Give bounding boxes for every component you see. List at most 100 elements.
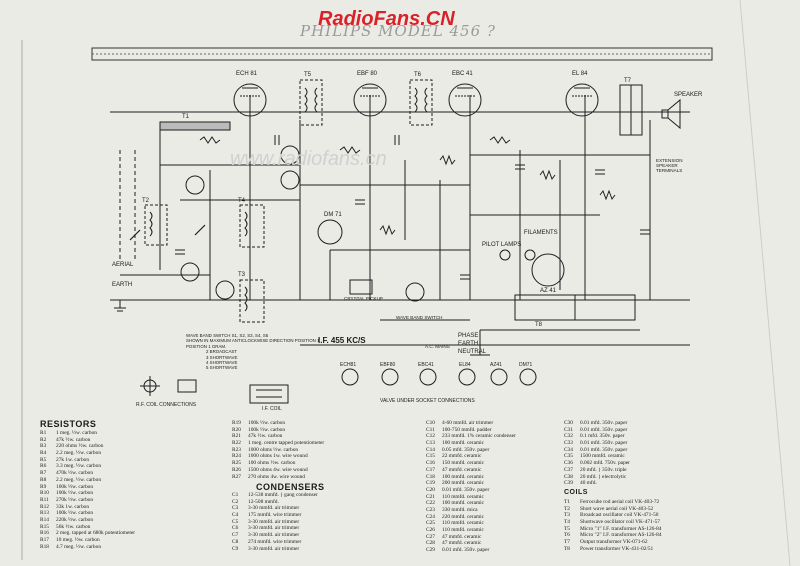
watermark-text: RadioFans.CN bbox=[318, 8, 455, 30]
parts-row: T5 Micro "1" I.F. transformer AS-126-84 bbox=[564, 526, 662, 533]
part-desc: Micro "1" I.F. transformer AS-126-84 bbox=[580, 525, 662, 532]
part-desc: 12-508 mmfd. bbox=[248, 498, 279, 505]
part-desc: 100k ½w. carbon bbox=[56, 510, 94, 517]
part-ref: C21 bbox=[426, 493, 435, 500]
switch-note-2: SHOWN IN MAXIMUM ANTICLOCKWISE DIRECTION… bbox=[186, 338, 320, 344]
part-ref: C6 bbox=[232, 525, 239, 532]
part-ref: C5 bbox=[232, 518, 239, 525]
parts-row: R9 100k ½w. carbon bbox=[40, 484, 135, 491]
transformer-label-t8: T8 bbox=[535, 322, 543, 328]
switch-position-5: 5 SHORTWAVE bbox=[206, 365, 238, 371]
tube-label-dm71: DM 71 bbox=[324, 212, 342, 218]
part-desc: 3-30 mmfd. air trimmer bbox=[248, 505, 300, 512]
part-desc: 2 meg. tapped at 680k potentiometer bbox=[56, 530, 136, 537]
part-ref: C12 bbox=[426, 433, 435, 440]
part-desc: 40 mfd. bbox=[580, 480, 597, 487]
part-desc: 47 mmfd. ceramic bbox=[442, 540, 482, 547]
transformer-label-t1: T1 bbox=[182, 114, 190, 120]
part-desc: 0.01 mfd. 350v. paper bbox=[442, 486, 490, 493]
part-ref: C38 bbox=[564, 473, 573, 480]
part-desc: 110 mmfd. ceramic bbox=[442, 520, 484, 527]
part-desc: 3-30 mmfd. air trimmer bbox=[248, 525, 300, 532]
parts-row: T4 Shortwave oscillator coil VK-471-57 bbox=[564, 519, 662, 526]
part-ref: T3 bbox=[564, 512, 570, 519]
part-desc: 22 mmfd. ceramic bbox=[442, 453, 482, 460]
part-ref: T4 bbox=[564, 519, 570, 526]
earth-main-label: EARTH bbox=[458, 341, 479, 347]
part-ref: R27 bbox=[232, 473, 241, 480]
part-ref: C31 bbox=[564, 426, 573, 433]
part-ref: T7 bbox=[564, 539, 570, 546]
socket-view-ebf80: EBF80 bbox=[380, 362, 396, 368]
part-ref: R11 bbox=[40, 496, 49, 503]
transformer-label-t7: T7 bbox=[624, 78, 632, 84]
part-desc: 100-750 mmfd. padder bbox=[442, 426, 492, 433]
part-desc: 1000 ohms 1w. wire wound bbox=[248, 453, 308, 460]
part-ref: C27 bbox=[426, 533, 435, 540]
part-desc: 470k ½w. carbon bbox=[56, 470, 94, 477]
part-desc: 330 mmfd. mica bbox=[442, 506, 478, 513]
part-ref: R3 bbox=[40, 443, 47, 450]
part-desc: 220 mmfd. ceramic bbox=[442, 513, 485, 520]
part-ref: T5 bbox=[564, 525, 570, 532]
socket-view-el84: EL84 bbox=[459, 362, 471, 368]
tube-label-ebc41: EBC 41 bbox=[452, 71, 473, 77]
neutral-label: NEUTRAL bbox=[458, 349, 487, 355]
part-ref: C18 bbox=[426, 473, 435, 480]
part-desc: Shortwave oscillator coil VK-471-57 bbox=[580, 519, 660, 526]
switch-position-3: 3 SHORTWAVE bbox=[206, 354, 238, 360]
part-ref: R16 bbox=[40, 530, 49, 537]
part-desc: 47k ½w. carbon bbox=[56, 436, 91, 443]
if-frequency-label: I.F. 455 KC/S bbox=[318, 336, 366, 345]
part-desc: 4.7 meg. ½w. carbon bbox=[56, 543, 102, 550]
part-ref: R14 bbox=[40, 516, 49, 523]
part-desc: 220 ohms ½w. carbon bbox=[56, 443, 104, 450]
part-ref: T1 bbox=[564, 499, 570, 505]
handwritten-title: PHILIPS MODEL 456 ? bbox=[300, 22, 496, 40]
parts-row: C7 3-30 mmfd. air trimmer bbox=[232, 532, 318, 539]
part-desc: 12-538 mmfd. } gang condenser bbox=[248, 492, 318, 498]
part-ref: T6 bbox=[564, 532, 570, 539]
part-desc: 100k ½w. carbon bbox=[56, 483, 94, 490]
part-ref: C32 bbox=[564, 433, 573, 440]
part-ref: R20 bbox=[232, 426, 241, 433]
part-desc: 1 meg. centre tapped potentiometer bbox=[248, 440, 325, 447]
part-desc: 3-30 mmfd. air trimmer bbox=[248, 532, 300, 539]
part-ref: R6 bbox=[40, 463, 47, 470]
switch-position-1: POSITION 1 GRAM. bbox=[186, 343, 227, 349]
part-ref: C7 bbox=[232, 532, 239, 539]
part-ref: R12 bbox=[40, 503, 49, 510]
transformer-label-t4: T4 bbox=[238, 198, 246, 204]
part-desc: 0.01 mfd. 350v. paper bbox=[580, 426, 628, 433]
part-ref: R9 bbox=[40, 483, 47, 490]
